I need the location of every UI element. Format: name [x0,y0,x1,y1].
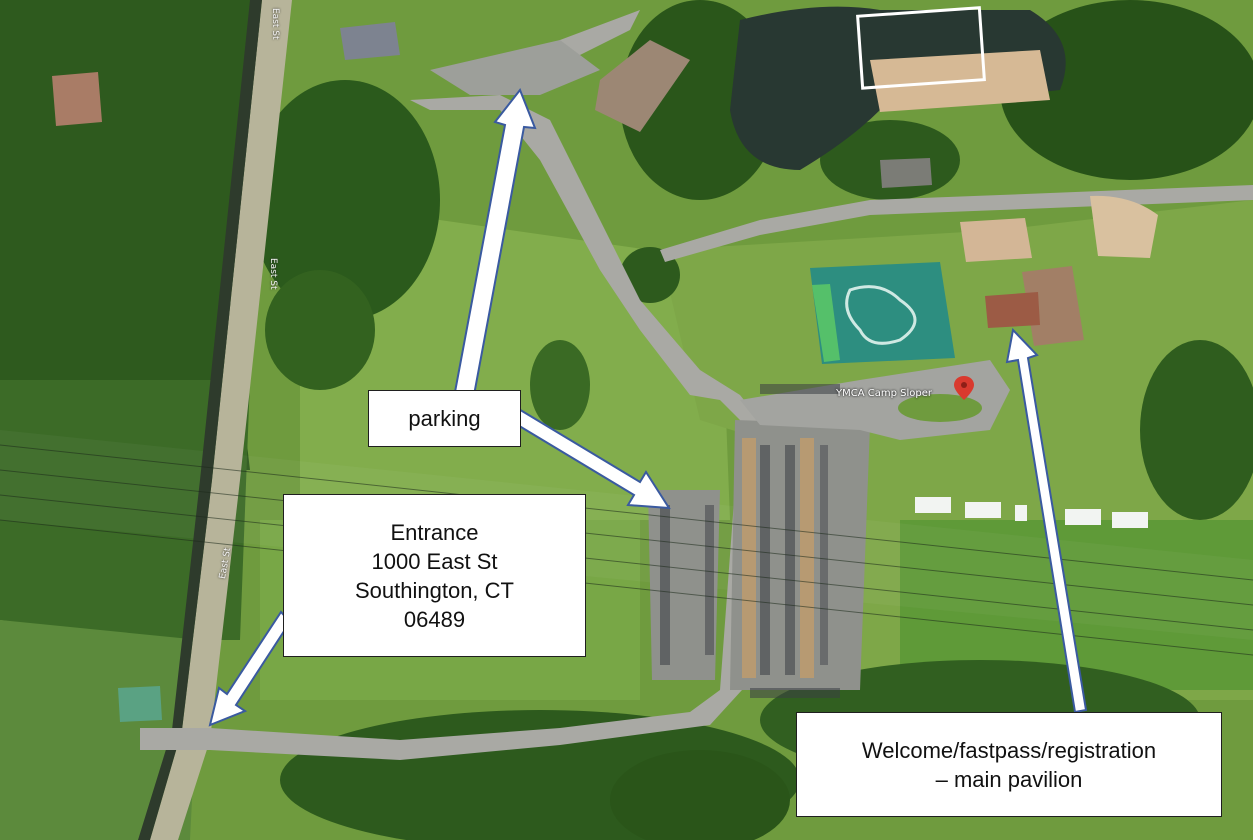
power-lines [0,444,1253,656]
entrance-street: 1000 East St [371,548,498,574]
tree-cluster [530,340,590,430]
pavilion-callout: Welcome/fastpass/registration – main pav… [796,712,1222,817]
tree-cluster [1000,0,1253,180]
entrance-title: Entrance [390,519,479,545]
powerline-corridor [0,430,1253,640]
pavilion-wing [985,292,1040,328]
loop-island [898,394,982,422]
north-lot [430,40,600,95]
tree-cluster [1140,340,1253,520]
pavilion-roof [1022,266,1084,346]
arrow-pavilion [1005,327,1088,714]
creek [138,0,262,840]
tree-cluster [265,270,375,390]
east-st-road [150,0,292,840]
tree-cluster [250,80,440,320]
parking-label: parking [408,406,481,431]
entrance-city: Southington, CT [355,577,514,603]
parking-callout: parking [368,390,521,447]
camp-road [140,95,760,760]
forest-southwest [0,380,250,640]
lodge-roof [595,40,690,132]
arrow-parking-lot [504,403,671,510]
entrance-zip: 06489 [403,606,466,632]
house-roof [340,22,400,60]
median [800,438,814,678]
house-roof [52,72,102,126]
callout-arrows [208,88,1088,727]
median [742,438,756,678]
entrance-callout: Entrance 1000 East St Southington, CT 06… [283,494,586,657]
place-label: YMCA Camp Sloper [836,388,932,399]
ballfield-infield [1090,195,1158,258]
street-label: East St [268,258,278,290]
arrow-entrance [208,610,292,727]
arrow-parking-north [453,88,537,397]
sport-court [810,262,955,364]
pavilion-subtitle: – main pavilion [935,766,1083,792]
tents [915,497,1148,528]
pavilion-title: Welcome/fastpass/registration [861,737,1157,763]
court-track [845,285,917,345]
swim-area [856,6,986,90]
houses-area [0,620,200,840]
street-label: East St [270,8,280,40]
field-southeast [900,520,1253,690]
parked-cars [660,384,840,698]
ballfield-infield [960,218,1032,262]
house-roof [118,686,162,722]
tree-cluster [610,750,790,840]
shed-roof [880,158,932,188]
court-edge [812,284,840,362]
